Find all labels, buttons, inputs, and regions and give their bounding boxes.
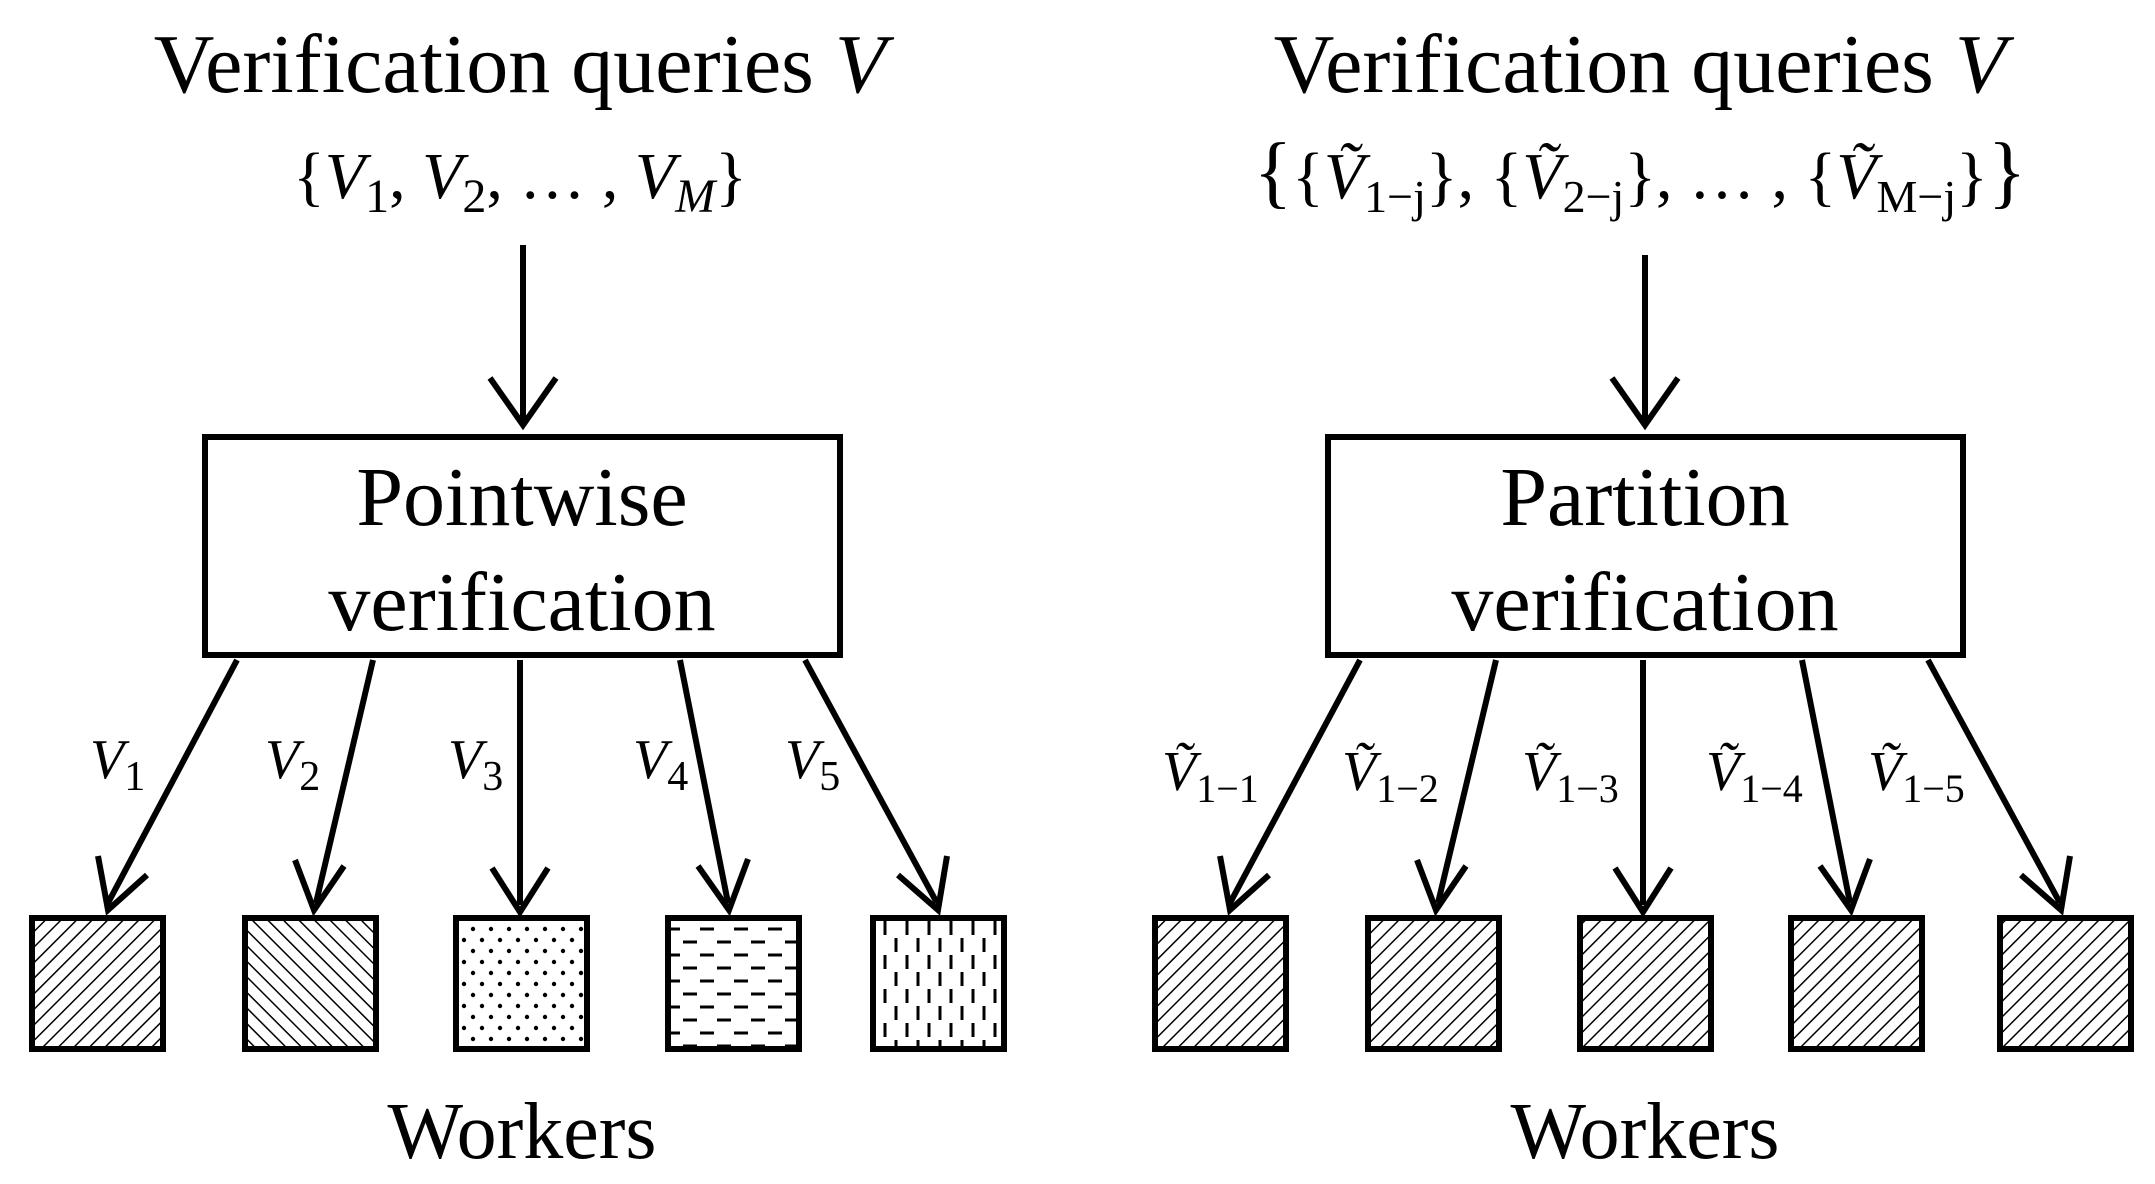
- right-edge-label-4: Ṽ1−4: [1706, 741, 1803, 811]
- left-edge-label-5: V5: [785, 729, 840, 800]
- right-edge-label-2: Ṽ1−2: [1342, 741, 1439, 811]
- right-query-set: {{Ṽ1−j}, {Ṽ2−j}, … , {ṼM−j}}: [1254, 128, 2027, 222]
- right-input-arrow: [1609, 255, 1681, 431]
- right-edge-label-5: Ṽ1−5: [1868, 741, 1965, 811]
- right-edge-4: [1799, 659, 1873, 917]
- left-workers: [29, 915, 1007, 1052]
- left-edges: [95, 658, 950, 918]
- left-edge-labels: V1 V2 V3 V4 V5: [90, 729, 840, 800]
- left-edge-4: [677, 659, 751, 917]
- left-panel: Verification queries V {V1, V2, … , VM} …: [29, 18, 1007, 1176]
- left-title: Verification queries V: [154, 18, 895, 111]
- left-edge-label-1: V1: [90, 729, 145, 800]
- left-edge-3: [489, 660, 551, 918]
- right-edge-label-3: Ṽ1−3: [1522, 741, 1619, 811]
- right-workers: [1152, 915, 2134, 1052]
- right-edge-1: [1217, 658, 1363, 916]
- right-title: Verification queries V: [1274, 18, 2015, 111]
- left-edge-2: [292, 659, 376, 917]
- right-edge-labels: Ṽ1−1 Ṽ1−2 Ṽ1−3 Ṽ1−4 Ṽ1−5: [1162, 741, 1965, 811]
- pointwise-verification-box: Pointwise verification: [202, 434, 843, 658]
- right-box-line-2: verification: [1451, 556, 1838, 649]
- right-worker-3: [1577, 915, 1714, 1052]
- left-worker-5: [870, 915, 1007, 1052]
- right-worker-4: [1788, 915, 1925, 1052]
- left-edge-1: [95, 658, 240, 916]
- left-edge-label-4: V4: [633, 729, 688, 800]
- right-panel: Verification queries V {{Ṽ1−j}, {Ṽ2−j}, …: [1152, 18, 2134, 1176]
- left-edge-label-2: V2: [265, 729, 320, 800]
- left-worker-2: [242, 915, 379, 1052]
- right-worker-1: [1152, 915, 1289, 1052]
- left-worker-1: [29, 915, 166, 1052]
- partition-verification-box: Partition verification: [1325, 434, 1966, 658]
- right-box-line-1: Partition: [1500, 451, 1789, 544]
- left-box-line-1: Pointwise: [356, 451, 687, 544]
- left-workers-label: Workers: [387, 1088, 656, 1176]
- right-edge-3: [1612, 660, 1674, 918]
- right-edge-2: [1414, 659, 1499, 917]
- right-edges: [1217, 658, 2073, 918]
- left-query-set: {V1, V2, … , VM}: [293, 140, 747, 223]
- left-input-arrow: [487, 245, 559, 431]
- right-worker-2: [1365, 915, 1502, 1052]
- left-box-line-2: verification: [328, 556, 715, 649]
- right-edge-5: [1925, 658, 2073, 916]
- right-worker-5: [1997, 915, 2134, 1052]
- left-worker-4: [665, 915, 802, 1052]
- left-edge-5: [802, 658, 950, 916]
- right-edge-label-1: Ṽ1−1: [1162, 741, 1259, 811]
- left-edge-label-3: V3: [448, 729, 503, 800]
- left-worker-3: [453, 915, 590, 1052]
- right-workers-label: Workers: [1510, 1088, 1779, 1176]
